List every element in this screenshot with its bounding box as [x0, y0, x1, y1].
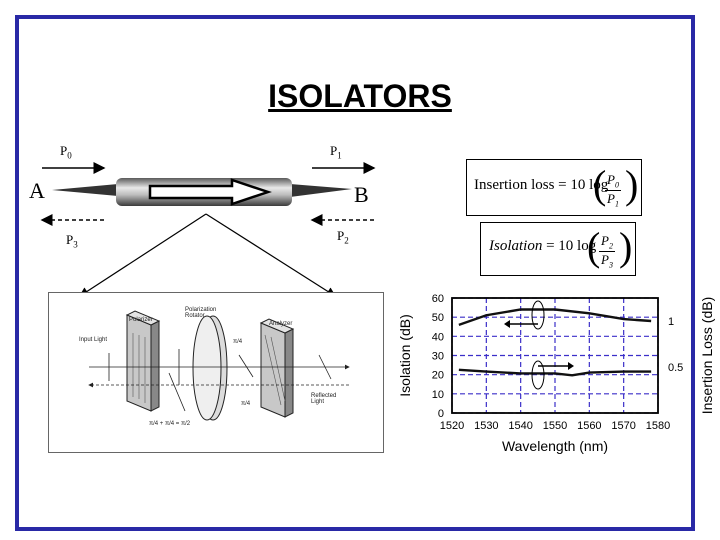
y-tick-label: 0 [438, 408, 444, 420]
plot-area-border [451, 297, 659, 414]
y2-tick-label: 1 [668, 316, 674, 328]
y2-axis-label: Insertion Loss (dB) [699, 297, 715, 415]
x-tick-label: 1580 [646, 420, 670, 432]
insertion-loss-text: Insertion loss = 10 log [474, 177, 609, 193]
arrow-right-icon [568, 362, 574, 370]
right-paren: ) [619, 224, 633, 269]
axis-indicator-icon [531, 300, 545, 330]
polarization-arrow [168, 372, 186, 412]
slide-frame [15, 15, 695, 531]
port-a-label: A [29, 178, 45, 203]
isolation-text: Isolation = 10 log [489, 238, 597, 254]
reflected-light-label: Reflected Light [311, 393, 337, 405]
polarizer-plate [125, 310, 161, 412]
port-b-label: B [354, 182, 369, 207]
x-tick-label: 1560 [577, 420, 601, 432]
isolation-fraction: P2 P3 [599, 233, 615, 270]
left-paren: ( [593, 162, 607, 207]
polarization-arrow [238, 354, 254, 378]
y-tick-label: 60 [432, 293, 444, 305]
angle-label: π/4 [233, 339, 243, 345]
arrow-left-icon [504, 320, 510, 328]
analyzer-plate [259, 318, 295, 418]
input-light-label: Input Light [79, 337, 108, 343]
analyzer-label: Analyzer [269, 321, 293, 327]
internal-diagram-drawing [88, 310, 350, 421]
insertion-fraction: P0 P1 [605, 172, 621, 209]
p3-label: P3 [66, 232, 78, 250]
polarization-arrow [318, 354, 332, 380]
y2-tick-label: 0.5 [668, 362, 683, 374]
y-tick-label: 30 [432, 351, 444, 363]
p0-label: P0 [60, 143, 72, 161]
left-paren: ( [587, 224, 601, 269]
x-tick-label: 1520 [440, 420, 464, 432]
series-line-2 [458, 368, 652, 377]
x-tick-label: 1570 [611, 420, 635, 432]
x-tick-label: 1550 [543, 420, 567, 432]
y-tick-label: 40 [432, 331, 444, 343]
y-axis-label: Isolation (dB) [397, 314, 413, 396]
rotator-disk [192, 315, 228, 421]
y-tick-label: 50 [432, 312, 444, 324]
p1-label: P1 [330, 143, 342, 161]
series-line-1 [458, 308, 652, 326]
insertion-loss-formula: Insertion loss = 10 log ( P0 P1 ) [466, 159, 642, 216]
page-title: ISOLATORS [268, 78, 452, 114]
isolation-formula: Isolation = 10 log ( P2 P3 ) [480, 222, 636, 276]
x-tick-label: 1530 [474, 420, 498, 432]
y-tick-label: 20 [432, 370, 444, 382]
y-tick-label: 10 [432, 389, 444, 401]
right-paren: ) [625, 162, 639, 207]
rotator-label: Polarization Rotator [185, 307, 217, 319]
angle-sum-label: π/4 + π/4 = π/2 [149, 421, 191, 427]
polarizer-label: Polarizer [129, 317, 153, 323]
x-axis-label: Wavelength (nm) [502, 438, 608, 454]
p2-label: P2 [337, 228, 349, 246]
angle-label: π/4 [241, 401, 251, 407]
x-tick-label: 1540 [508, 420, 532, 432]
axis-indicator-icon [531, 360, 545, 390]
isolator-internal-diagram: Polarizer Polarization Rotator Analyzer … [48, 292, 384, 453]
